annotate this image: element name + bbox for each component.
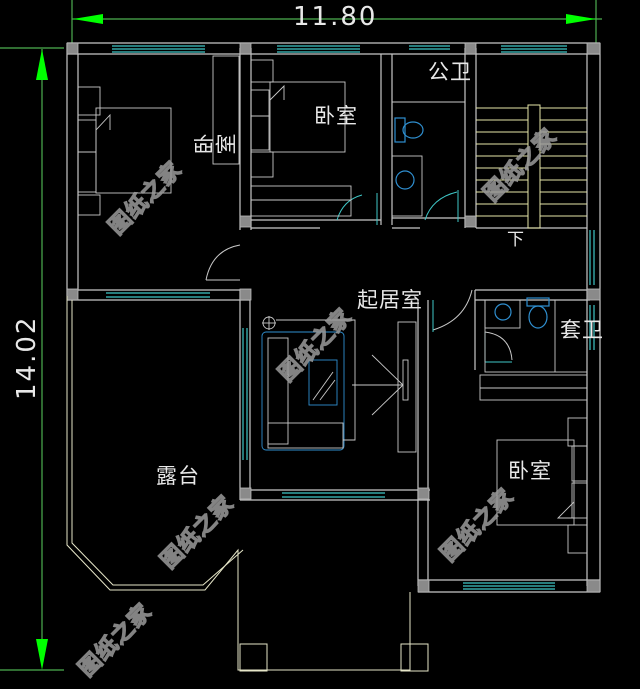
room-label-terrace: 露台 [156,464,200,488]
stairs [476,104,587,229]
furniture-west-bedroom [77,55,240,216]
public-bath-fixtures [394,117,424,190]
room-label-public-bath: 公卫 [428,60,472,84]
living-room-furniture [261,316,417,453]
room-label-living-room: 起居室 [357,288,423,312]
columns [66,42,601,593]
stair-down-label: 下 [507,230,525,250]
windows [106,45,595,590]
depth-dimension-label: 14.02 [12,315,42,400]
room-label-bedroom-north: 卧室 [314,104,358,128]
terrace-outline [66,296,429,672]
furniture-north-bedroom [250,59,352,217]
room-label-ensuite-bath: 套卫 [560,318,604,342]
room-label-bedroom-west: 卧室 [193,133,237,157]
room-label-bedroom-southeast: 卧室 [508,459,552,483]
dimension-arrows [36,14,596,670]
dimension-lines [0,0,602,671]
width-dimension-label: 11.80 [293,2,378,32]
furniture-se-bedroom [496,417,588,554]
ensuite-bath [479,299,588,401]
